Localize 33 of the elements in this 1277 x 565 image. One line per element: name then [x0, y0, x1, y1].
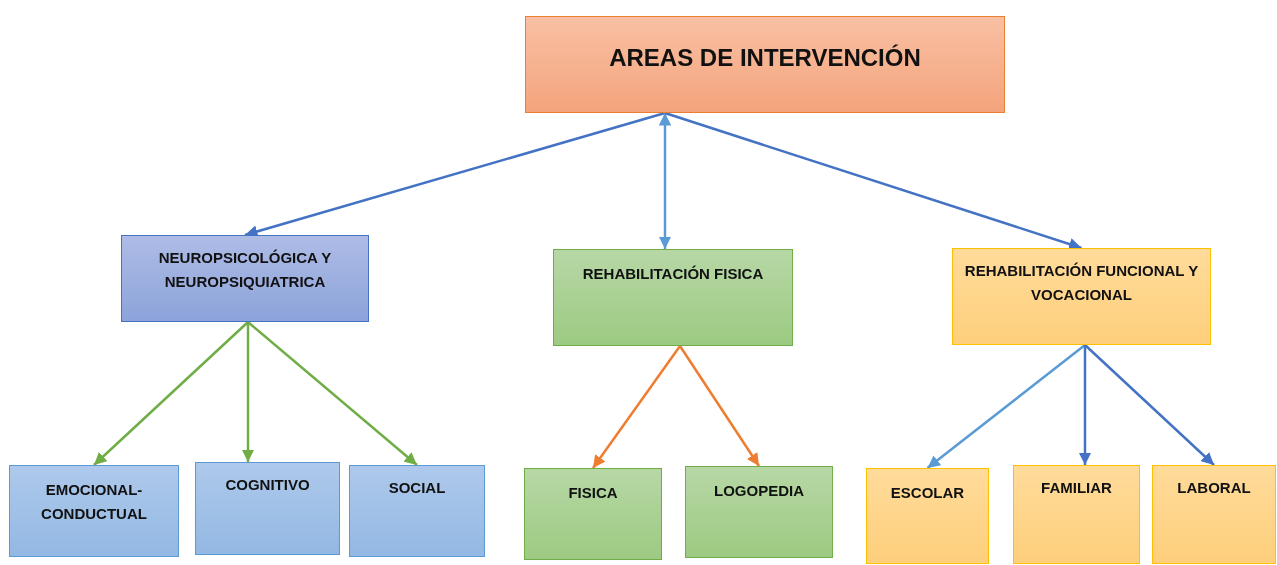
category-box: [9, 465, 179, 557]
category-box: [1152, 465, 1276, 564]
category-box: [952, 248, 1211, 345]
arrow: [926, 344, 1086, 469]
node-label: AREAS DE INTERVENCIÓN: [609, 43, 921, 73]
node-label: SOCIAL: [388, 478, 446, 498]
category-box: [195, 462, 340, 555]
category-box: [866, 468, 989, 564]
node-label: REHABILITACIÓN FUNCIONAL Y VOCACIONAL: [963, 261, 1200, 305]
arrow: [1084, 344, 1215, 466]
arrow: [678, 345, 761, 467]
node-label: LOGOPEDIA: [714, 481, 804, 501]
node-label: COGNITIVO: [225, 475, 310, 495]
arrow: [247, 321, 418, 466]
node-label: FAMILIAR: [1041, 478, 1112, 498]
node-label: NEUROPSICOLÓGICA Y NEUROPSIQUIATRICA: [157, 248, 333, 292]
category-box: [525, 16, 1005, 113]
node-label: EMOCIONAL- CONDUCTUAL: [40, 480, 148, 524]
node-label: FISICA: [568, 483, 618, 503]
category-box: [553, 249, 793, 346]
arrow: [1078, 345, 1092, 465]
category-box: [1013, 465, 1140, 564]
category-box: [524, 468, 662, 560]
arrow: [93, 321, 249, 466]
node-label: REHABILITACIÓN FISICA: [582, 264, 764, 284]
category-box: [685, 466, 833, 558]
node-label: LABORAL: [1177, 478, 1251, 498]
node-label: ESCOLAR: [890, 483, 965, 503]
arrow: [658, 113, 672, 249]
category-box: [349, 465, 485, 557]
arrow: [592, 345, 681, 469]
category-box: [121, 235, 369, 322]
arrow: [241, 322, 255, 462]
